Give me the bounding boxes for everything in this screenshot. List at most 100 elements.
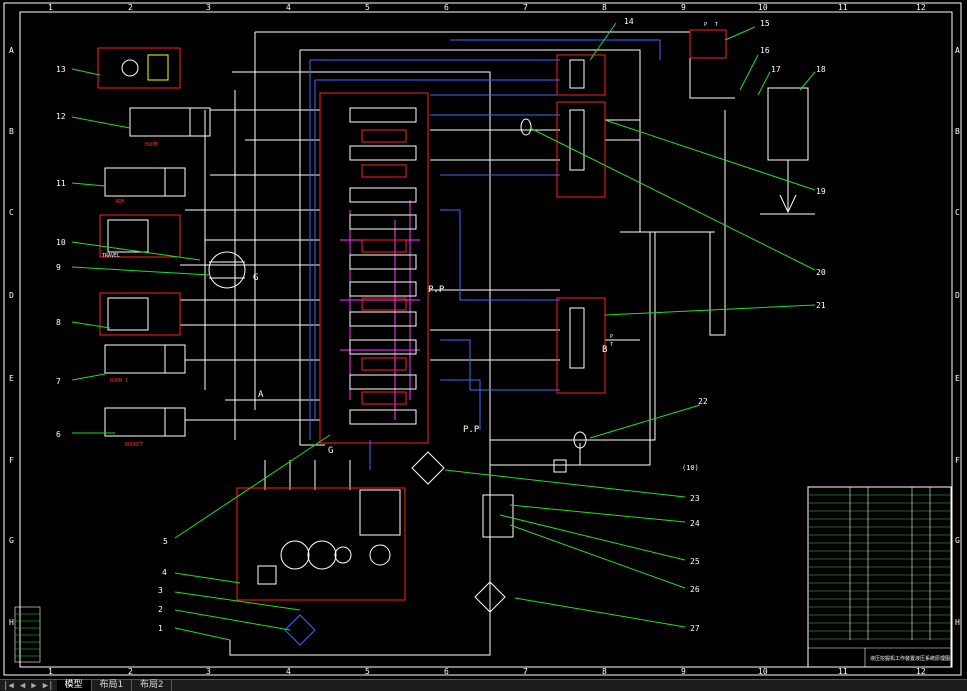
- callout-9: 9: [56, 263, 61, 272]
- col-label: 5: [365, 3, 370, 12]
- row-label: C: [955, 208, 960, 217]
- callout-15: 15: [760, 19, 770, 28]
- tab-nav-next[interactable]: ▶: [31, 680, 37, 691]
- callout-leader-lines: [71, 22, 816, 641]
- filter-10-box: (10): [553, 459, 699, 473]
- row-label: D: [9, 291, 14, 300]
- col-label: 1: [48, 667, 53, 676]
- col-label: 10: [758, 667, 768, 676]
- port-label-p15: P: [704, 22, 707, 28]
- callout-11: 11: [56, 179, 66, 188]
- magenta-lines: [340, 200, 420, 420]
- return-filter-27: [474, 581, 506, 613]
- component-label-ten: (10): [682, 464, 699, 472]
- sensor-20: [520, 118, 532, 136]
- drawing-title: 液压挖掘机工作装置液压系统原理图: [870, 655, 950, 662]
- col-label: 9: [681, 667, 686, 676]
- callout-13: 13: [56, 65, 66, 74]
- callout-7: 7: [56, 377, 61, 386]
- tab-model[interactable]: 模型: [56, 680, 92, 691]
- row-label: H: [9, 618, 14, 627]
- callout-27: 27: [690, 624, 700, 633]
- callout-12: 12: [56, 112, 66, 121]
- col-label: 3: [206, 667, 211, 676]
- swing-motor-8: [99, 292, 181, 336]
- callout-22: 22: [698, 397, 708, 406]
- callout-10: 10: [56, 238, 66, 247]
- bucket-cylinder-6: BUCKET: [104, 407, 186, 448]
- callout-19: 19: [816, 187, 826, 196]
- pilot-valve-21: P T: [556, 297, 613, 394]
- col-label: 4: [286, 667, 291, 676]
- col-label: 1: [48, 3, 53, 12]
- col-label: 2: [128, 667, 133, 676]
- callout-18: 18: [816, 65, 826, 74]
- col-label: 10: [758, 3, 768, 12]
- row-label: F: [9, 456, 14, 465]
- col-label: 9: [681, 3, 686, 12]
- grid-col-labels-top: 1 2 3 4 5 6 7 8 9 10 11 12: [48, 3, 926, 12]
- tab-nav-prev[interactable]: ◀: [19, 680, 26, 691]
- label-b: B: [602, 345, 607, 355]
- callout-20: 20: [816, 268, 826, 277]
- row-label: E: [9, 374, 14, 383]
- col-label: 5: [365, 667, 370, 676]
- callout-8: 8: [56, 318, 61, 327]
- layout-tab-bar: |◀ ◀ ▶ ▶| 模型 布局1 布局2: [0, 679, 967, 691]
- tab-layout1[interactable]: 布局1: [92, 680, 132, 691]
- center-swivel-joint-9: [208, 251, 246, 289]
- port-label-p21: P: [610, 334, 613, 340]
- row-label: E: [955, 374, 960, 383]
- tab-nav-last[interactable]: ▶|: [42, 680, 54, 691]
- label-g-1: G: [253, 273, 258, 283]
- label-pp-2: P.P: [463, 425, 480, 435]
- component-label-travel: TRAVEL: [102, 253, 120, 259]
- accumulator-22: [573, 431, 587, 449]
- row-label: B: [9, 127, 14, 136]
- callout-17: 17: [771, 65, 781, 74]
- col-label: 12: [916, 667, 926, 676]
- multi-way-control-valve: [319, 92, 429, 444]
- tab-layout2[interactable]: 布局2: [132, 680, 173, 691]
- filter-24: [482, 494, 514, 538]
- drawing-frame: [3, 2, 962, 676]
- callout-4: 4: [162, 568, 167, 577]
- callout-numbers: 1 2 3 4 5 6 7 8 9 10 11 12 13 14 15 16 1…: [56, 17, 826, 633]
- callout-26: 26: [690, 585, 700, 594]
- row-label: G: [9, 536, 14, 545]
- callout-14: 14: [624, 17, 634, 26]
- component-label-boom: BOOM: [145, 142, 157, 148]
- boom-cylinder-7: BOOM 1: [104, 344, 186, 384]
- accumulator-18: [760, 87, 815, 215]
- callout-5: 5: [163, 537, 168, 546]
- component-label-boom1: BOOM 1: [110, 378, 128, 384]
- col-label: 4: [286, 3, 291, 12]
- col-label: 11: [838, 3, 848, 12]
- pilot-lines-blue: [309, 39, 661, 470]
- solenoid-valve-15: P T: [689, 22, 727, 59]
- pilot-valve-14: [556, 54, 606, 96]
- port-label-t21: T: [610, 342, 613, 348]
- suction-filter-2: [284, 614, 316, 646]
- label-g-2: G: [328, 446, 333, 456]
- row-label: A: [955, 46, 960, 55]
- callout-2: 2: [158, 605, 163, 614]
- col-label: 8: [602, 667, 607, 676]
- pilot-valve-19: [556, 101, 606, 198]
- row-label: A: [9, 46, 14, 55]
- component-label-arm: ARM: [115, 199, 124, 205]
- col-label: 8: [602, 3, 607, 12]
- tab-nav-first[interactable]: |◀: [3, 680, 14, 691]
- col-label: 2: [128, 3, 133, 12]
- diagram-text-labels: P.P P.P G G A B: [253, 273, 607, 456]
- callout-1: 1: [158, 624, 163, 633]
- component-label-bucket: BUCKET: [125, 442, 143, 448]
- row-label: G: [955, 536, 960, 545]
- grid-col-labels-bottom: 1 2 3 4 5 6 7 8 9 10 11 12: [48, 667, 926, 676]
- callout-3: 3: [158, 586, 163, 595]
- col-label: 7: [523, 3, 528, 12]
- col-label: 3: [206, 3, 211, 12]
- callout-6: 6: [56, 430, 61, 439]
- grid-row-labels-right: A B C D E F G H: [955, 46, 960, 627]
